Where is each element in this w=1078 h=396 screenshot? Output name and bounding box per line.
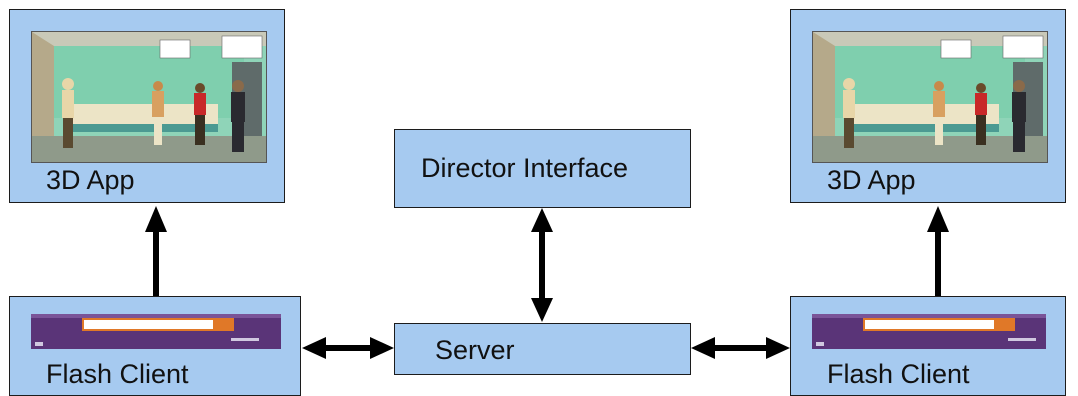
node-label: 3D App	[827, 165, 916, 195]
arrow-flash-left-to-app-left	[145, 206, 167, 296]
arrow-server-flash-right	[691, 337, 790, 359]
scene-image	[32, 32, 266, 162]
arrow-flash-left-server	[302, 337, 394, 359]
node-label: Server	[435, 335, 515, 365]
scene-image	[813, 32, 1047, 162]
node-label: 3D App	[46, 165, 135, 195]
node-3d-app-right: 3D App	[790, 9, 1066, 203]
node-server: Server	[394, 323, 691, 375]
node-flash-client-left: Flash Client	[9, 296, 301, 396]
flash-client-image	[812, 314, 1046, 349]
node-label: Director Interface	[421, 153, 629, 183]
node-3d-app-left: 3D App	[9, 9, 285, 203]
scene-screenshot-left	[31, 31, 267, 163]
scene-screenshot-right	[812, 31, 1048, 163]
node-label: Flash Client	[46, 359, 189, 389]
arrow-director-server	[531, 208, 553, 322]
flash-client-screenshot-left	[31, 314, 281, 349]
flash-client-image	[31, 314, 281, 349]
flash-client-screenshot-right	[812, 314, 1046, 349]
node-director-interface: Director Interface	[394, 129, 691, 208]
node-flash-client-right: Flash Client	[790, 296, 1066, 396]
arrow-flash-right-to-app-right	[927, 206, 949, 296]
node-label: Flash Client	[827, 359, 970, 389]
